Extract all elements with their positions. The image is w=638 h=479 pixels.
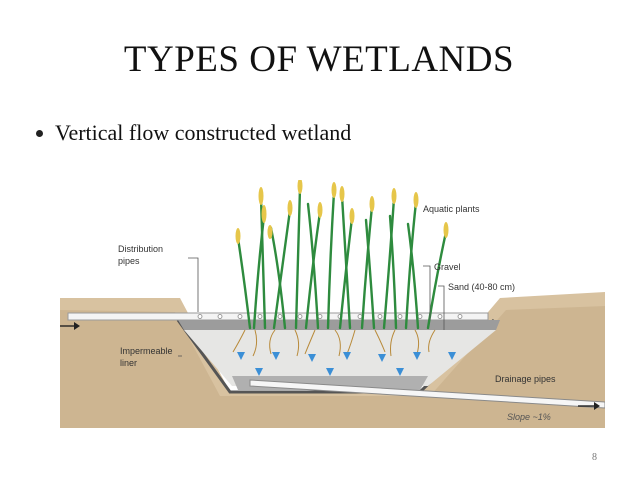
plant-roots bbox=[232, 329, 436, 357]
plant-seed-heads bbox=[235, 180, 449, 244]
aquatic-plants bbox=[236, 186, 448, 330]
label-distribution-pipes-2: pipes bbox=[118, 256, 140, 266]
drainage-pipe bbox=[249, 379, 605, 409]
label-drainage-pipes: Drainage pipes bbox=[495, 374, 556, 384]
label-impermeable-2: liner bbox=[120, 358, 137, 368]
wetland-diagram-svg: Aquatic plants Distribution pipes Gravel… bbox=[60, 180, 605, 428]
label-slope: Slope ~1% bbox=[507, 412, 551, 422]
flow-arrows bbox=[237, 352, 456, 376]
leader-lines bbox=[178, 257, 445, 357]
gravel-layer bbox=[178, 320, 500, 330]
page-number: 8 bbox=[592, 452, 597, 463]
label-distribution-pipes-1: Distribution bbox=[118, 244, 163, 254]
sand-layer bbox=[184, 330, 496, 386]
slide-title: TYPES OF WETLANDS bbox=[123, 39, 515, 80]
label-sand: Sand (40-80 cm) bbox=[448, 282, 515, 292]
bullet-item: Vertical flow constructed wetland bbox=[36, 120, 351, 146]
wetland-diagram: Aquatic plants Distribution pipes Gravel… bbox=[60, 180, 605, 428]
label-gravel: Gravel bbox=[434, 262, 461, 272]
bullet-dot-icon bbox=[36, 129, 43, 137]
label-impermeable-1: Impermeable bbox=[120, 346, 173, 356]
bullet-text: Vertical flow constructed wetland bbox=[55, 120, 352, 145]
inflow-arrow-icon bbox=[60, 322, 80, 330]
outflow-arrow-icon bbox=[578, 402, 600, 410]
label-aquatic-plants: Aquatic plants bbox=[423, 204, 480, 214]
